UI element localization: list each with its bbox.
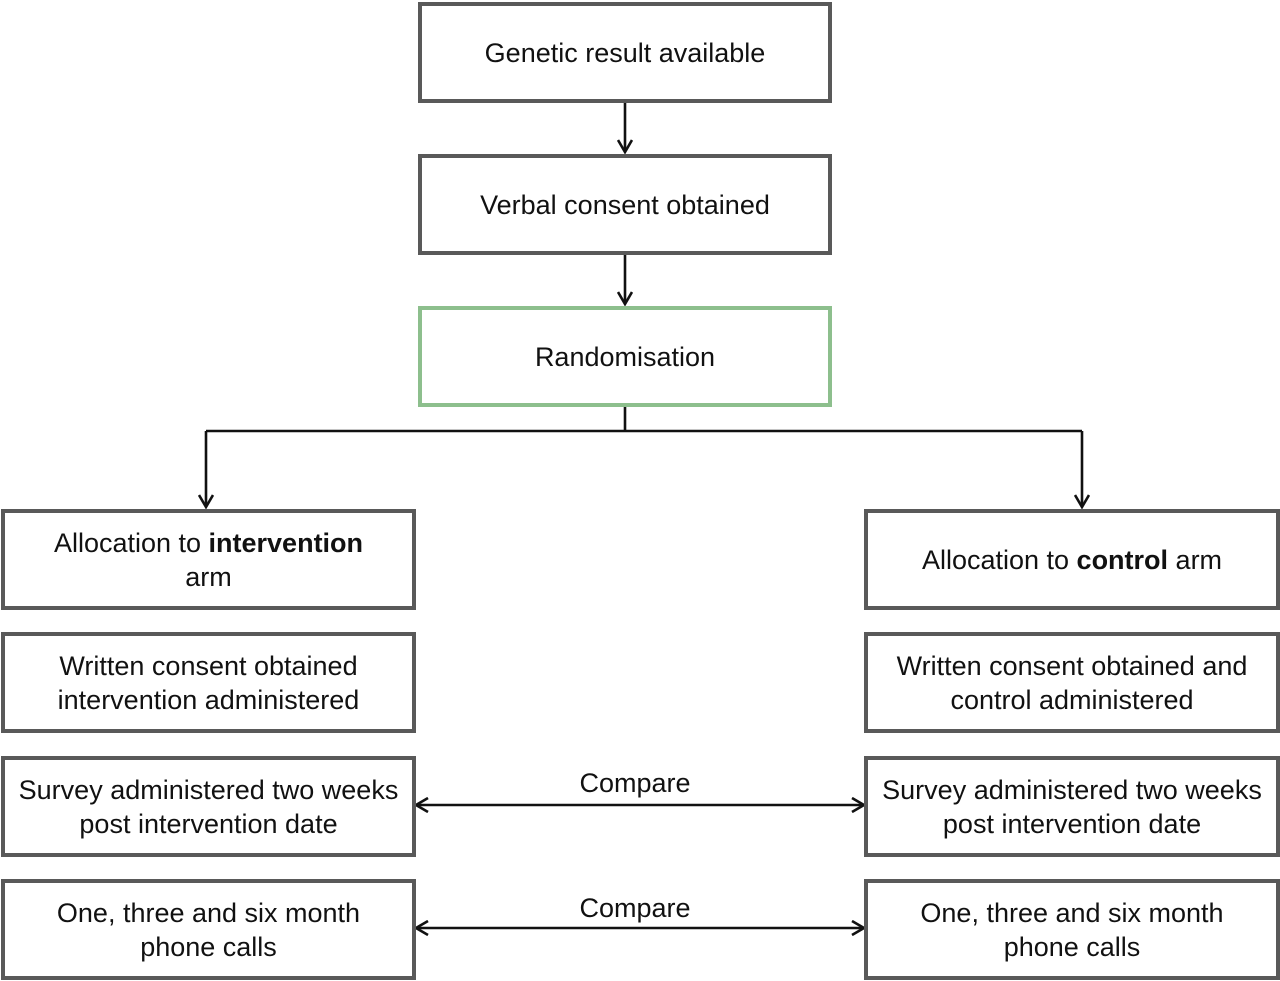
control-allocation-pre: Allocation to	[921, 544, 1077, 575]
intervention-survey-label: Survey administered two weeks post inter…	[18, 774, 399, 839]
control-allocation-box: Allocation to control arm	[864, 509, 1280, 610]
intervention-allocation-pre: Allocation to	[53, 527, 209, 558]
verbal-consent-label: Verbal consent obtained	[480, 189, 770, 220]
intervention-allocation-box: Allocation to intervention arm	[1, 509, 416, 610]
intervention-allocation-label: Allocation to intervention arm	[34, 526, 384, 594]
control-phone-calls-label: One, three and six month phone calls	[920, 897, 1224, 962]
control-survey-box: Survey administered two weeks post inter…	[864, 756, 1280, 857]
intervention-phone-calls-label: One, three and six month phone calls	[56, 897, 361, 962]
intervention-phone-calls-box: One, three and six month phone calls	[1, 879, 416, 980]
genetic-result-box: Genetic result available	[418, 2, 832, 103]
control-phone-calls-box: One, three and six month phone calls	[864, 879, 1280, 980]
control-allocation-bold: control	[1076, 544, 1169, 575]
randomisation-box: Randomisation	[418, 306, 832, 407]
intervention-written-consent-label: Written consent obtained intervention ad…	[57, 650, 360, 715]
genetic-result-label: Genetic result available	[484, 37, 766, 68]
intervention-allocation-bold: intervention	[208, 527, 364, 558]
control-written-consent-box: Written consent obtained and control adm…	[864, 632, 1280, 733]
intervention-written-consent-box: Written consent obtained intervention ad…	[1, 632, 416, 733]
verbal-consent-box: Verbal consent obtained	[418, 154, 832, 255]
control-survey-label: Survey administered two weeks post inter…	[882, 774, 1262, 839]
compare-label-survey: Compare	[579, 768, 691, 798]
control-allocation-label: Allocation to control arm	[922, 543, 1222, 577]
compare-label-phone-calls: Compare	[579, 893, 691, 923]
randomisation-label: Randomisation	[534, 341, 716, 372]
control-written-consent-label: Written consent obtained and control adm…	[896, 650, 1248, 715]
intervention-survey-box: Survey administered two weeks post inter…	[1, 756, 416, 857]
intervention-allocation-post: arm	[185, 561, 232, 592]
control-allocation-post: arm	[1168, 544, 1223, 575]
